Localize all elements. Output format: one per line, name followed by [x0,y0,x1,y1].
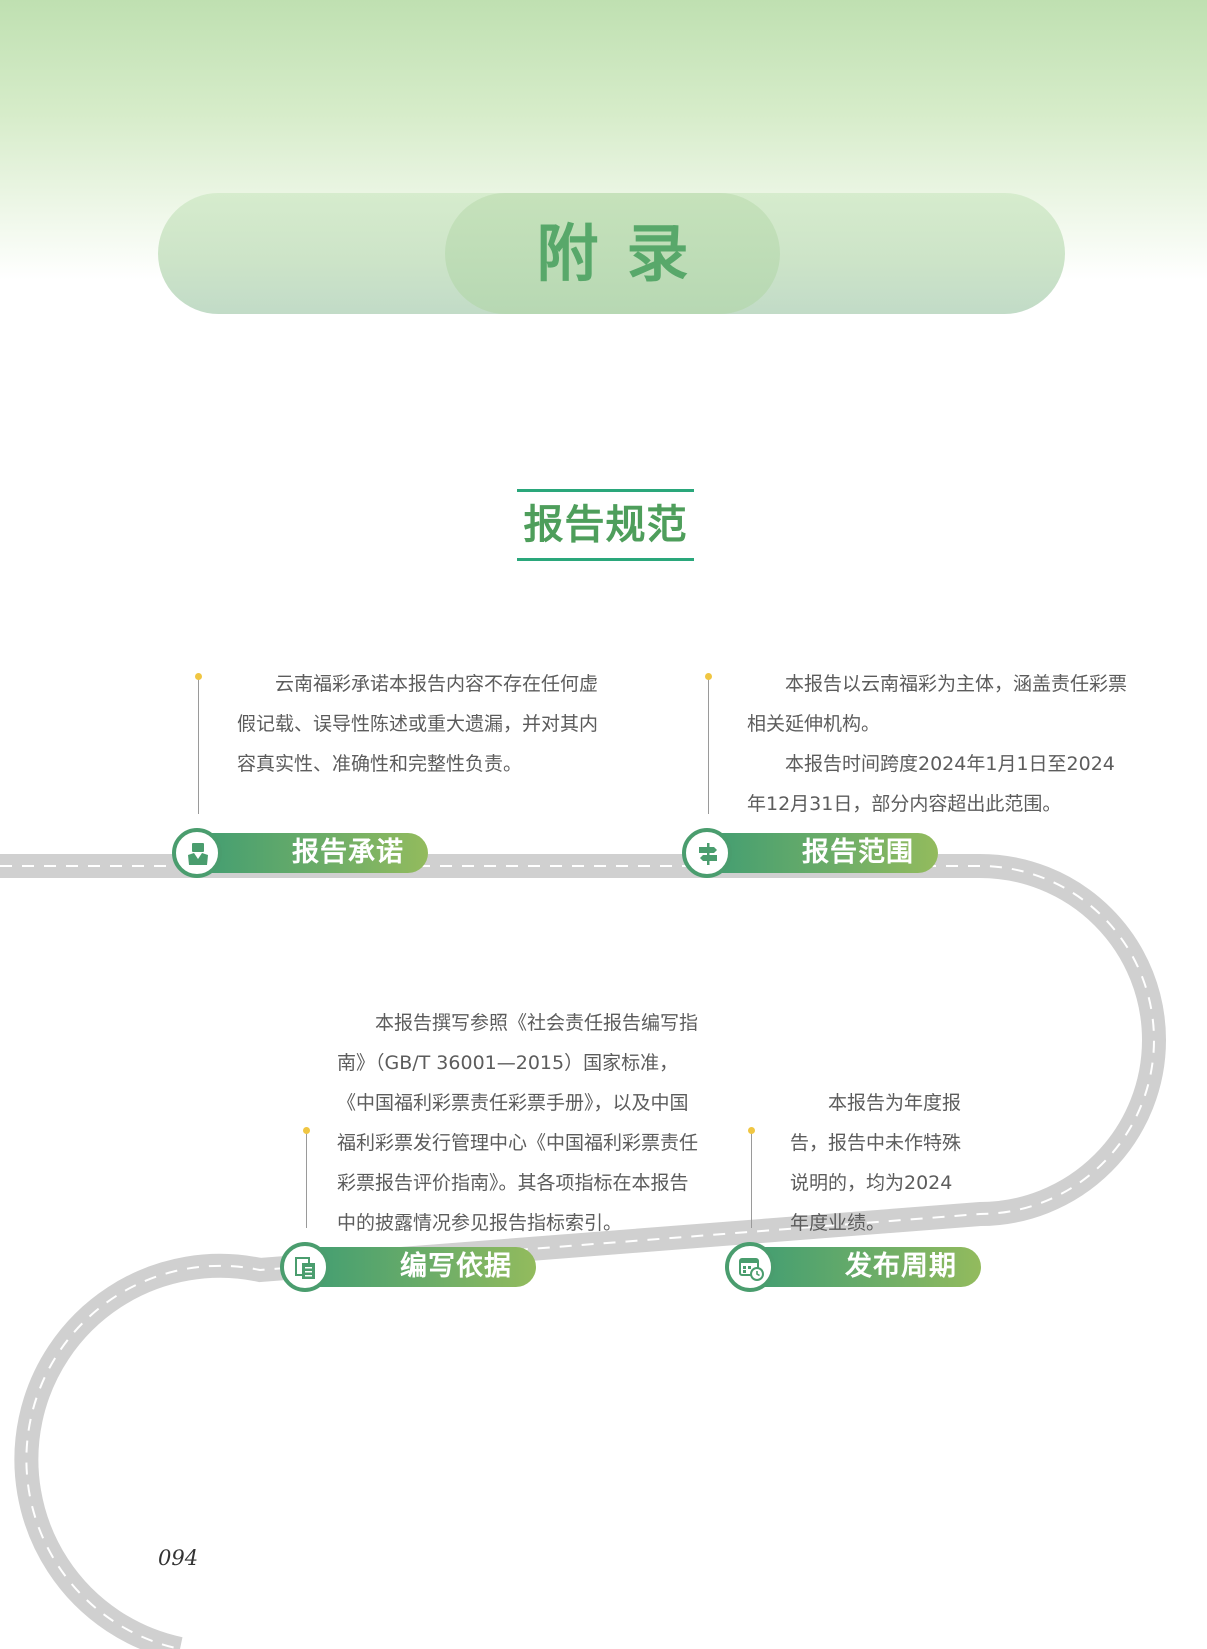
cycle-text: 本报告为年度报告，报告中未作特殊说明的，均为2024年度业绩。 [790,1083,962,1243]
cycle-tag-label: 发布周期 [845,1251,957,1282]
pledge-text: 云南福彩承诺本报告内容不存在任何虚假记载、误导性陈述或重大遗漏，并对其内容真实性… [237,664,603,784]
section-title-frame: 报告规范 [517,489,694,561]
basis-tag-label: 编写依据 [400,1251,512,1282]
basis-paragraph: 本报告撰写参照《社会责任报告编写指南》（GB/T 36001—2015）国家标准… [337,1012,699,1234]
pledge-paragraph: 云南福彩承诺本报告内容不存在任何虚假记载、误导性陈述或重大遗漏，并对其内容真实性… [237,673,599,775]
basis-text: 本报告撰写参照《社会责任报告编写指南》（GB/T 36001—2015）国家标准… [337,1003,705,1243]
scope-text: 本报告以云南福彩为主体，涵盖责任彩票相关延伸机构。 本报告时间跨度2024年1月… [747,664,1127,824]
scope-paragraph-1: 本报告以云南福彩为主体，涵盖责任彩票相关延伸机构。 [747,673,1128,735]
scope-paragraph-2: 本报告时间跨度2024年1月1日至2024年12月31日，部分内容超出此范围。 [747,753,1115,815]
page-number: 094 [158,1546,199,1570]
signpost-icon [682,828,732,878]
documents-icon [280,1242,330,1292]
cycle-tag: 发布周期 [741,1247,981,1287]
calendar-clock-icon [725,1242,775,1292]
cycle-paragraph: 本报告为年度报告，报告中未作特殊说明的，均为2024年度业绩。 [790,1092,962,1234]
appendix-title: 附录 [536,217,717,290]
timeline-connector [705,673,712,814]
timeline-connector [303,1127,310,1228]
scope-tag: 报告范围 [698,833,938,873]
scope-tag-label: 报告范围 [802,837,914,868]
pledge-icon [172,828,222,878]
timeline-connector [195,673,202,814]
title-banner-pill [445,193,780,314]
basis-tag: 编写依据 [296,1247,536,1287]
timeline-connector [748,1127,755,1228]
pledge-tag-label: 报告承诺 [292,837,404,868]
section-title: 报告规范 [523,502,688,548]
pledge-tag: 报告承诺 [188,833,428,873]
